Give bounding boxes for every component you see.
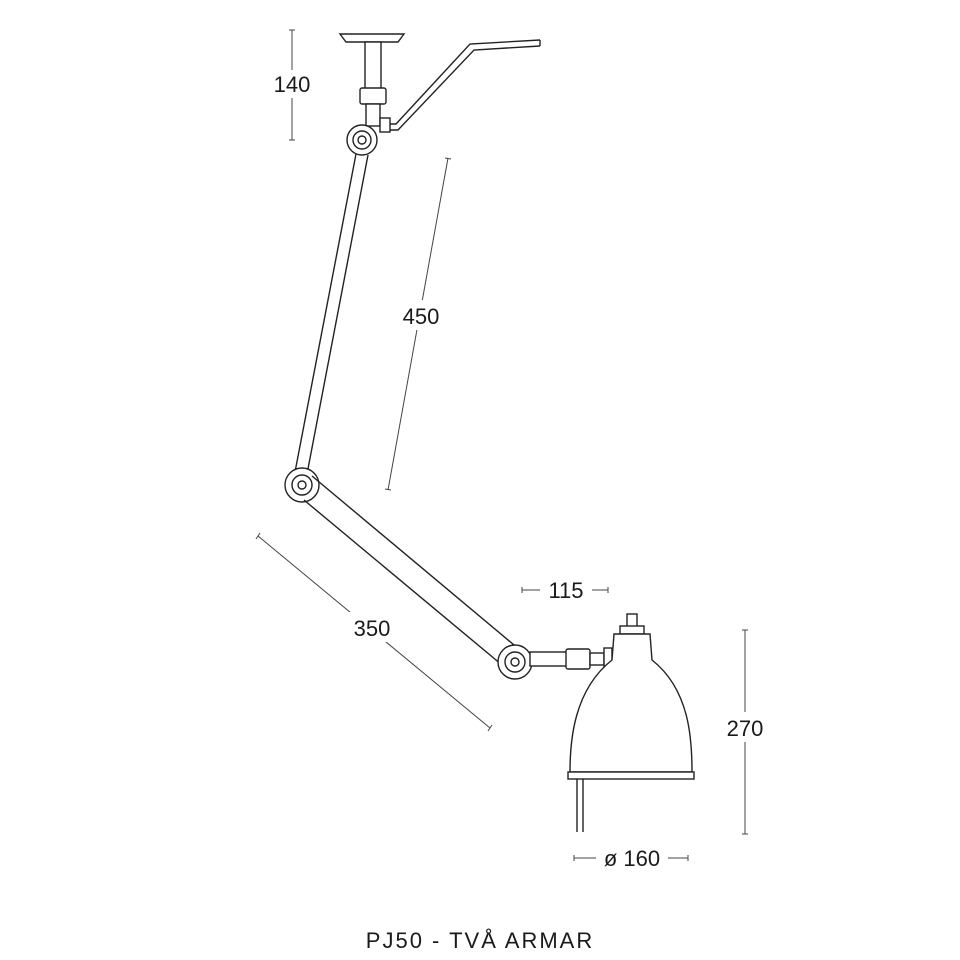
lower-joint: [497, 644, 533, 680]
dimension-140-label: 140: [274, 72, 311, 97]
dimension-350: 350: [255, 532, 493, 732]
dimension-450-label: 450: [403, 304, 440, 329]
shade-connector: [529, 647, 613, 671]
dimension-160: ø 160: [573, 844, 689, 872]
lower-arm: [303, 475, 521, 671]
dimension-140: 140: [268, 29, 316, 141]
dimension-115-label: 115: [548, 578, 583, 603]
ceiling-mount: [338, 33, 541, 133]
middle-joint: [284, 467, 320, 503]
dimension-270: 270: [720, 629, 772, 835]
upper-joint: [346, 124, 378, 156]
dimension-450: 450: [384, 157, 452, 491]
dimension-350-label: 350: [354, 616, 391, 641]
upper-arm: [294, 153, 369, 475]
drawing-caption: PJ50 - TVÅ ARMAR: [365, 928, 595, 953]
lamp-shade: [567, 613, 695, 832]
dimension-160-label: ø 160: [604, 846, 660, 871]
dimension-115: 115: [521, 576, 609, 604]
dimension-270-label: 270: [727, 716, 764, 741]
